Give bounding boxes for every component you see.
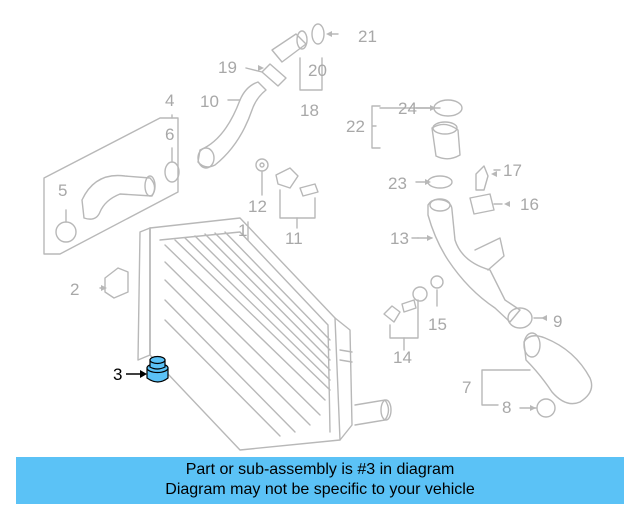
parts-diagram: 1 2 3 4 5 6 7 8 9 10 11 12 13 14 15 16 1… bbox=[43, 23, 593, 451]
callout-14: 14 bbox=[393, 348, 412, 367]
charge-pipe-13 bbox=[417, 198, 521, 323]
clamp-parts-22-24-23 bbox=[371, 99, 503, 215]
callout-6: 6 bbox=[165, 125, 174, 144]
callout-9: 9 bbox=[553, 312, 562, 331]
callout-1: 1 bbox=[238, 221, 247, 240]
clamp-9 bbox=[507, 307, 543, 329]
callout-23: 23 bbox=[388, 174, 407, 193]
clamp-8 bbox=[519, 398, 556, 418]
callout-11: 11 bbox=[285, 229, 303, 248]
callout-5: 5 bbox=[58, 181, 67, 200]
callout-8: 8 bbox=[502, 398, 511, 417]
info-banner: Part or sub-assembly is #3 in diagram Di… bbox=[16, 457, 624, 504]
callout-10: 10 bbox=[200, 92, 219, 111]
callout-21: 21 bbox=[358, 27, 377, 46]
callout-4: 4 bbox=[165, 91, 174, 110]
callout-19: 19 bbox=[218, 58, 237, 77]
callout-12: 12 bbox=[248, 197, 267, 216]
callout-15: 15 bbox=[428, 315, 447, 334]
banner-line-2: Diagram may not be specific to your vehi… bbox=[165, 481, 475, 498]
callout-7: 7 bbox=[462, 378, 471, 397]
highlighted-part-3 bbox=[126, 355, 169, 383]
banner-line-1: Part or sub-assembly is #3 in diagram bbox=[185, 461, 455, 478]
intercooler-radiator bbox=[137, 217, 392, 451]
callout-labels: 1 2 3 4 5 6 7 8 9 10 11 12 13 14 15 16 1… bbox=[58, 27, 562, 417]
callout-16: 16 bbox=[520, 195, 539, 214]
callout-24: 24 bbox=[398, 99, 417, 118]
callout-13: 13 bbox=[390, 229, 409, 248]
callout-18: 18 bbox=[300, 101, 319, 120]
callout-3: 3 bbox=[113, 365, 122, 384]
bolts-14-15 bbox=[383, 275, 444, 351]
hose-7 bbox=[481, 332, 593, 406]
part-4-hose-group bbox=[43, 117, 180, 255]
callout-2: 2 bbox=[70, 280, 79, 299]
part-2-bracket bbox=[99, 267, 129, 299]
hose-10 bbox=[197, 81, 267, 169]
callout-20: 20 bbox=[308, 61, 327, 80]
callout-17: 17 bbox=[503, 161, 522, 180]
callout-22: 22 bbox=[346, 117, 365, 136]
inlet-pipe-19 bbox=[245, 23, 339, 91]
callout-arrows bbox=[101, 31, 547, 411]
bolts-11-12 bbox=[255, 158, 319, 229]
